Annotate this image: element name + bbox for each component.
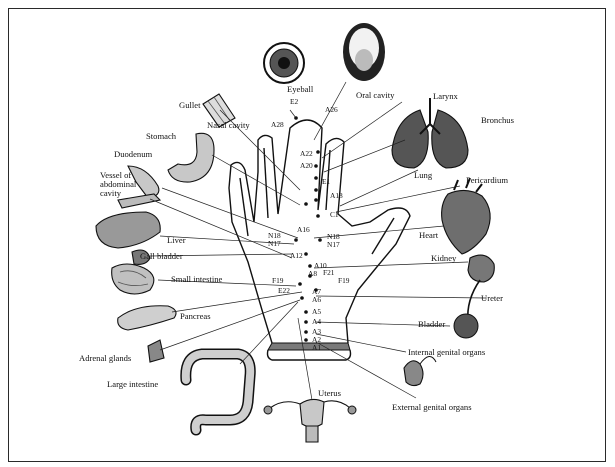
label-liver: Liver [167,235,186,245]
point-a28: A28 [271,120,284,129]
oral-cavity-icon [343,23,385,81]
kidney-icon [468,255,495,322]
point-a4: A4 [312,317,321,326]
point-n17-left: N17 [268,239,281,248]
point-a5: A5 [312,307,321,316]
point-f19-right: F19 [338,276,350,285]
label-oral-cavity: Oral cavity [356,90,395,100]
point-a6: A6 [312,295,321,304]
point-f21: F21 [323,268,335,277]
point-labels: E2 A26 A28 A22 A20 E1 A18 C1 A16 N18 N17… [268,97,350,352]
label-gall-bladder: Gall bladder [140,251,183,261]
point-e2: E2 [290,97,299,106]
label-lung: Lung [414,170,433,180]
label-heart: Heart [419,230,439,240]
point-e1: E1 [322,177,331,186]
label-ureter: Ureter [481,293,503,303]
eyeball-icon [264,43,304,83]
lung-icon [392,98,468,168]
liver-icon [96,212,160,248]
point-c1: C1 [330,210,339,219]
pancreas-icon [118,306,176,330]
point-a8: A8 [308,269,317,278]
label-gullet: Gullet [179,100,201,110]
point-a20: A20 [300,161,313,170]
label-nasal-cavity: Nasal cavity [207,120,250,130]
point-a22: A22 [300,149,313,158]
label-eyeball: Eyeball [287,84,314,94]
label-pancreas: Pancreas [180,311,211,321]
uterus-icon [264,399,356,442]
label-larynx: Larynx [433,91,459,101]
small-intestine-icon [112,264,154,294]
label-adrenal-glands: Adrenal glands [79,353,132,363]
label-kidney: Kidney [431,253,457,263]
adrenal-glands-icon [148,340,164,362]
point-e22: E22 [278,286,290,295]
point-n17-right: N17 [327,240,340,249]
label-bronchus: Bronchus [481,115,515,125]
label-bladder: Bladder [418,319,445,329]
internal-genital-icon [404,356,436,385]
label-uterus: Uterus [318,388,342,398]
large-intestine-icon [186,354,250,430]
label-stomach: Stomach [146,131,177,141]
vessel-icon [118,194,160,208]
point-a18: A18 [330,191,343,200]
point-a16: A16 [297,225,310,234]
point-a26: A26 [325,105,338,114]
label-external-genital: External genital organs [392,402,472,412]
point-a12: A12 [290,251,303,260]
heart-icon [442,178,491,254]
point-a1: A1 [312,343,321,352]
label-internal-genital: Internal genital organs [408,347,486,357]
label-duodenum: Duodenum [114,149,153,159]
bladder-icon [454,314,478,338]
point-f19-left: F19 [272,276,284,285]
label-small-intestine: Small intestine [171,274,223,284]
label-vessel-3: cavity [100,188,122,198]
label-large-intestine: Large intestine [107,379,158,389]
label-pericardium: Pericardium [466,175,508,185]
